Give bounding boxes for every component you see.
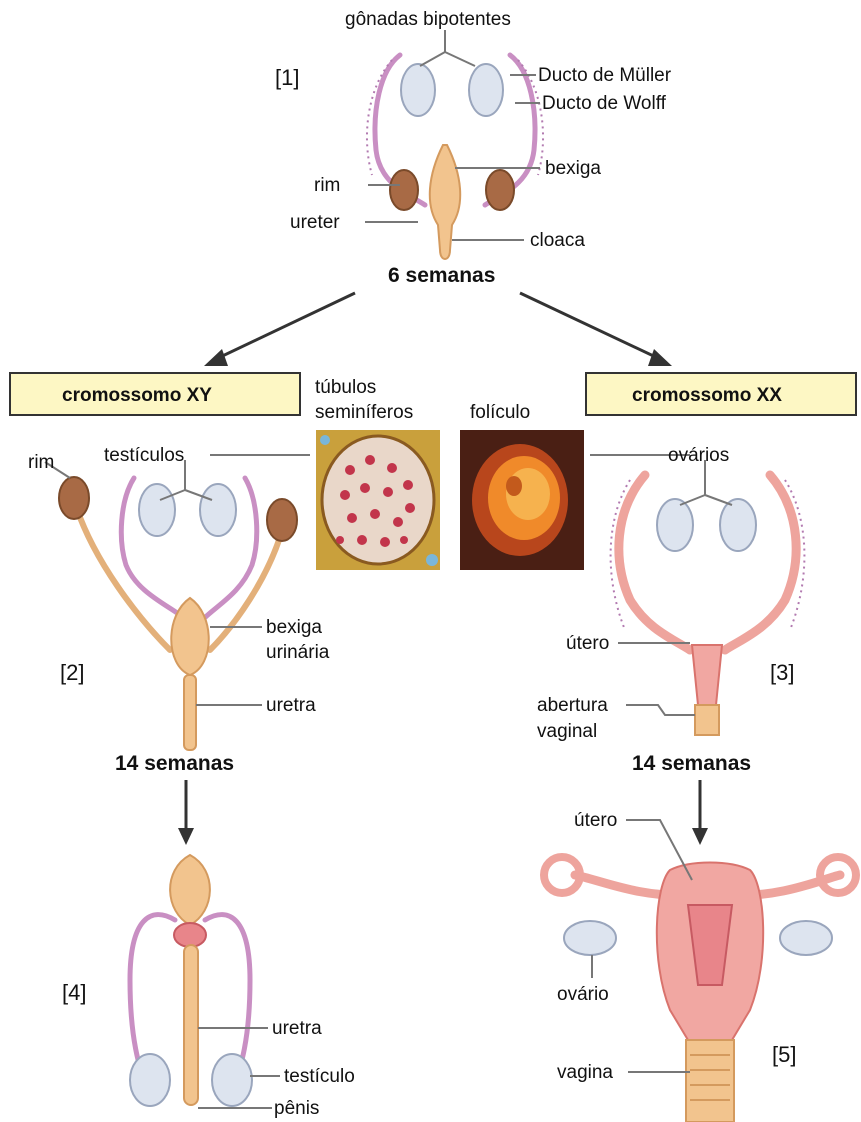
fetal-uterus-shape <box>692 645 722 705</box>
xx-chromosome-label: cromossomo XX <box>632 385 782 406</box>
six-weeks-label: 6 semanas <box>388 264 495 287</box>
ovaries-label: ovários <box>668 445 729 466</box>
wolffian-duct-label: Ducto de Wolff <box>542 93 667 114</box>
arrow-head-xy <box>204 349 228 366</box>
adult-bladder-shape <box>170 855 210 925</box>
right-kidney <box>486 170 514 210</box>
follicle-micrograph <box>460 430 584 570</box>
seminiferous-tubules-micrograph <box>316 430 440 570</box>
stage-2-male-illustration <box>59 477 297 750</box>
penis-label: pênis <box>274 1098 319 1119</box>
arrow-to-xy <box>214 293 355 360</box>
vaginal-opening-label-line1: abertura <box>537 695 608 716</box>
index-3: [3] <box>770 660 794 685</box>
fourteen-weeks-female-label: 14 semanas <box>632 752 751 775</box>
right-testicle-adult <box>212 1054 252 1106</box>
right-kidney-xy <box>267 499 297 541</box>
urinary-bladder-label-line1: bexiga <box>266 617 322 638</box>
arrow-to-xx <box>520 293 662 360</box>
urethra-adult-label: uretra <box>272 1018 322 1039</box>
kidney-xy-label: rim <box>28 452 54 473</box>
left-ovary-fetal <box>657 499 693 551</box>
uterus-adult-label: útero <box>574 810 617 831</box>
vaginal-opening-shape <box>695 705 719 735</box>
stage-4-adult-male-illustration <box>130 855 252 1106</box>
index-5: [5] <box>772 1042 796 1067</box>
urethra-xy-label: uretra <box>266 695 316 716</box>
bipotent-gonads-label: gônadas bipotentes <box>345 9 511 30</box>
bladder-label: bexiga <box>545 158 601 179</box>
index-4: [4] <box>62 980 86 1005</box>
uterus-xx-label: útero <box>566 633 609 654</box>
fourteen-weeks-male-label: 14 semanas <box>115 752 234 775</box>
urinary-bladder-label-line2: urinária <box>266 642 330 663</box>
testicle-label: testículo <box>284 1066 355 1087</box>
vaginal-opening-label-line2: vaginal <box>537 721 597 742</box>
bladder-cloaca-shape <box>430 145 460 259</box>
vagina-shape <box>686 1040 734 1122</box>
stage-3-female-illustration <box>611 475 805 735</box>
cloaca-label: cloaca <box>530 230 585 251</box>
vaginal-opening-leader <box>626 705 695 715</box>
left-testicle-fetal <box>139 484 175 536</box>
follicle-label: folículo <box>470 402 530 423</box>
gonads-leader <box>420 30 475 66</box>
urethra-shape <box>184 675 196 750</box>
left-ovary-adult <box>564 921 616 955</box>
mullerian-duct-label: Ducto de Müller <box>538 65 672 86</box>
penis-shape <box>184 945 198 1105</box>
urinary-bladder-shape <box>171 598 209 675</box>
testicles-label: testículos <box>104 445 184 466</box>
tubules-label-line2: seminíferos <box>315 402 413 423</box>
index-2: [2] <box>60 660 84 685</box>
vagina-label: vagina <box>557 1062 613 1083</box>
arrow-head-xx <box>648 349 672 366</box>
tubules-label-line1: túbulos <box>315 377 376 398</box>
arrow-head-down-male <box>178 828 194 845</box>
left-bipotent-gonad <box>401 64 435 116</box>
left-kidney-xy <box>59 477 89 519</box>
ureter-label: ureter <box>290 212 340 233</box>
left-testicle-adult <box>130 1054 170 1106</box>
arrow-head-down-female <box>692 828 708 845</box>
right-bipotent-gonad <box>469 64 503 116</box>
xy-chromosome-label: cromossomo XY <box>62 385 212 406</box>
stage-1-indifferent-illustration <box>367 55 543 259</box>
ovary-label: ovário <box>557 984 609 1005</box>
right-ovary-fetal <box>720 499 756 551</box>
right-testicle-fetal <box>200 484 236 536</box>
prostate-shape <box>174 923 206 947</box>
left-kidney <box>390 170 418 210</box>
right-ovary-adult <box>780 921 832 955</box>
kidney-label-top: rim <box>314 175 340 196</box>
index-1: [1] <box>275 65 299 90</box>
